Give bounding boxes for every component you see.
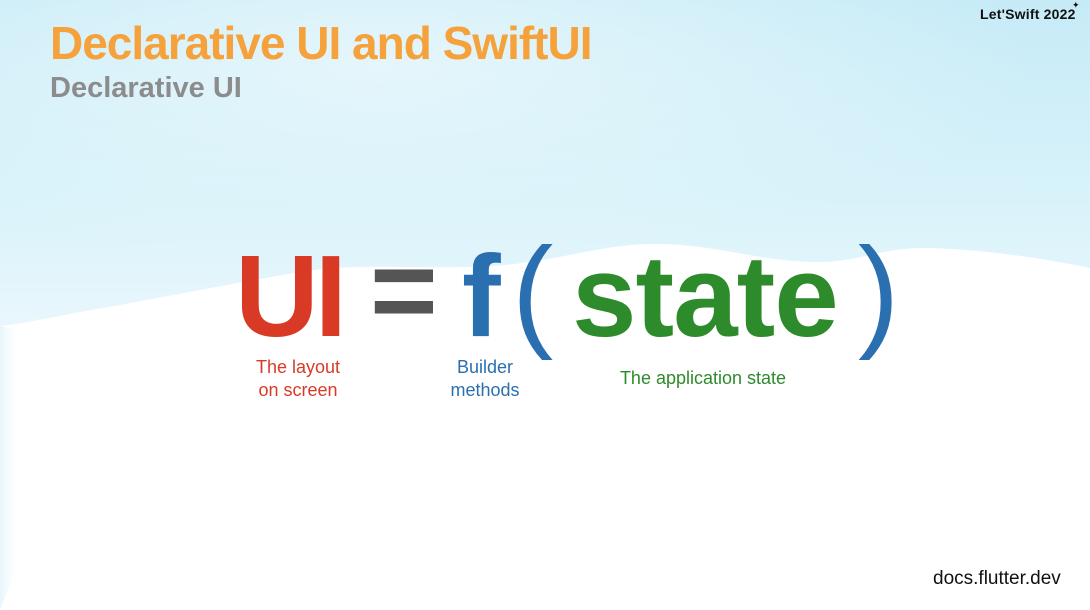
caption-ui-line1: The layout [255, 357, 341, 377]
lower-left-haze [0, 326, 62, 610]
caption-function-line1: Builder [456, 357, 514, 377]
caption-ui-line2: on screen [258, 380, 338, 400]
formula-open-paren: ( [512, 223, 554, 361]
source-credit: docs.flutter.dev [933, 568, 1061, 589]
sparkle-icon: ✦ [1072, 0, 1080, 10]
formula-function: f [462, 231, 501, 361]
formula-close-paren: ) [858, 223, 900, 361]
caption-function-line2: methods [450, 380, 520, 400]
event-logo: Let'Swift 2022 [980, 6, 1076, 22]
formula-equals: = [370, 225, 438, 355]
formula-state: state [572, 231, 839, 361]
caption-ui: The layout on screen [238, 356, 358, 402]
caption-function: Builder methods [430, 356, 540, 402]
slide-title: Declarative UI and SwiftUI [50, 17, 592, 69]
slide-subtitle: Declarative UI [50, 72, 242, 104]
formula-ui: UI [235, 231, 347, 361]
caption-state: The application state [619, 368, 787, 388]
sky-glow [0, 0, 1090, 330]
